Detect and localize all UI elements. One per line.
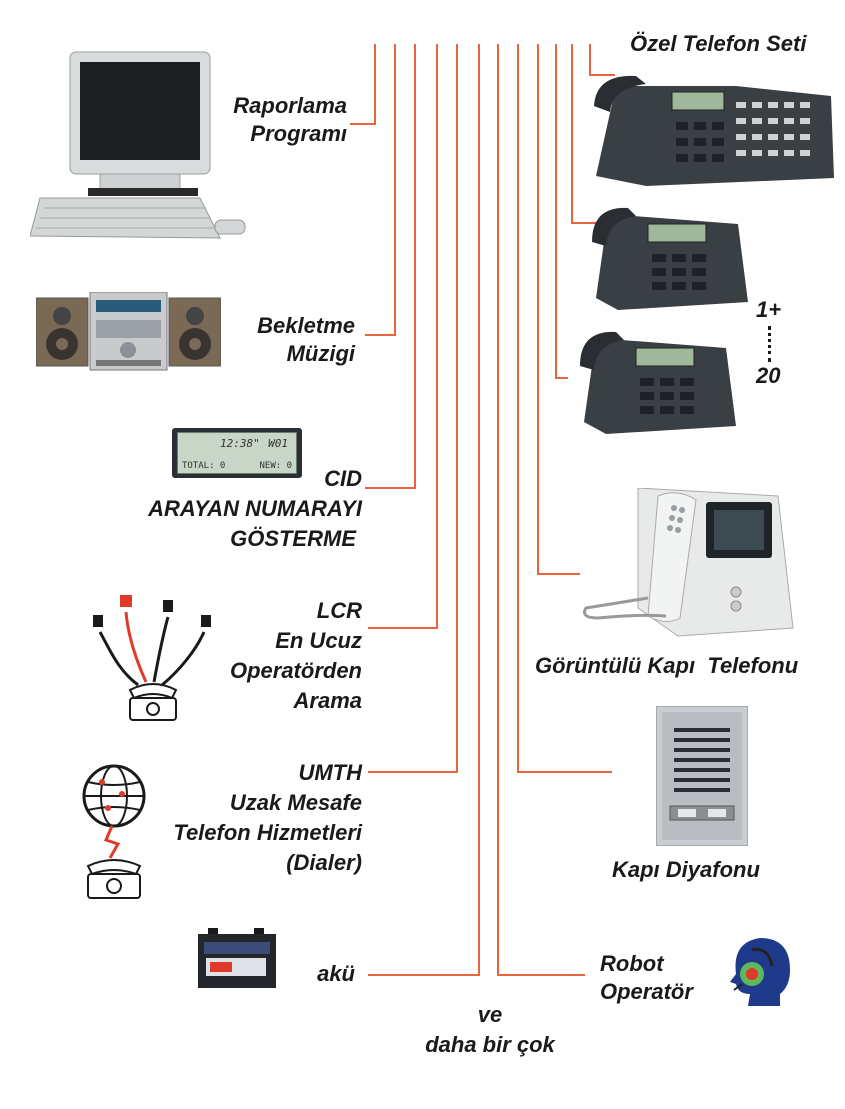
cid-display: 12:38" W01 TOTAL: 0 NEW: 0	[172, 428, 302, 478]
globe-dialer-icon	[82, 764, 146, 899]
computer-icon	[30, 51, 246, 239]
label-robot: Robot Operatör	[600, 951, 693, 1004]
lcr-routing-icon	[93, 595, 211, 721]
stereo-system-icon	[36, 292, 221, 371]
cid-total: TOTAL: 0	[182, 461, 226, 471]
door-intercom-icon	[656, 706, 748, 846]
video-door-phone-icon	[583, 488, 794, 637]
cid-new: NEW: 0	[259, 461, 292, 471]
label-ozel-telefon: Özel Telefon Seti	[630, 31, 807, 56]
cid-slot: W01	[268, 437, 288, 450]
battery-icon	[198, 928, 276, 988]
cid-time: 12:38"	[220, 437, 260, 450]
label-bekletme: Bekletme Müzigi	[257, 313, 355, 366]
label-diyafon: Kapı Diyafonu	[612, 857, 760, 882]
label-aku: akü	[317, 961, 355, 986]
cid-screen: 12:38" W01 TOTAL: 0 NEW: 0	[177, 432, 297, 474]
count-dots	[768, 326, 771, 362]
telephone-icon	[592, 207, 748, 310]
count-top: 1+	[756, 297, 782, 322]
count-bottom: 20	[756, 363, 781, 388]
telephone-icon	[580, 331, 736, 434]
label-raporlama: Raporlama Programı	[233, 93, 347, 146]
label-umth: UMTH Uzak Mesafe Telefon Hizmetleri (Dia…	[173, 760, 362, 875]
label-goruntulu: Görüntülü Kapı Telefonu	[535, 653, 799, 678]
label-lcr: LCR En Ucuz Operatörden Arama	[229, 598, 362, 713]
key-telephone-icon	[594, 75, 834, 186]
robot-operator-icon	[730, 938, 790, 1006]
footer-text: ve daha bir çok	[425, 1002, 555, 1057]
label-cid: CID ARAYAN NUMARAYI GÖSTERME	[148, 466, 362, 551]
